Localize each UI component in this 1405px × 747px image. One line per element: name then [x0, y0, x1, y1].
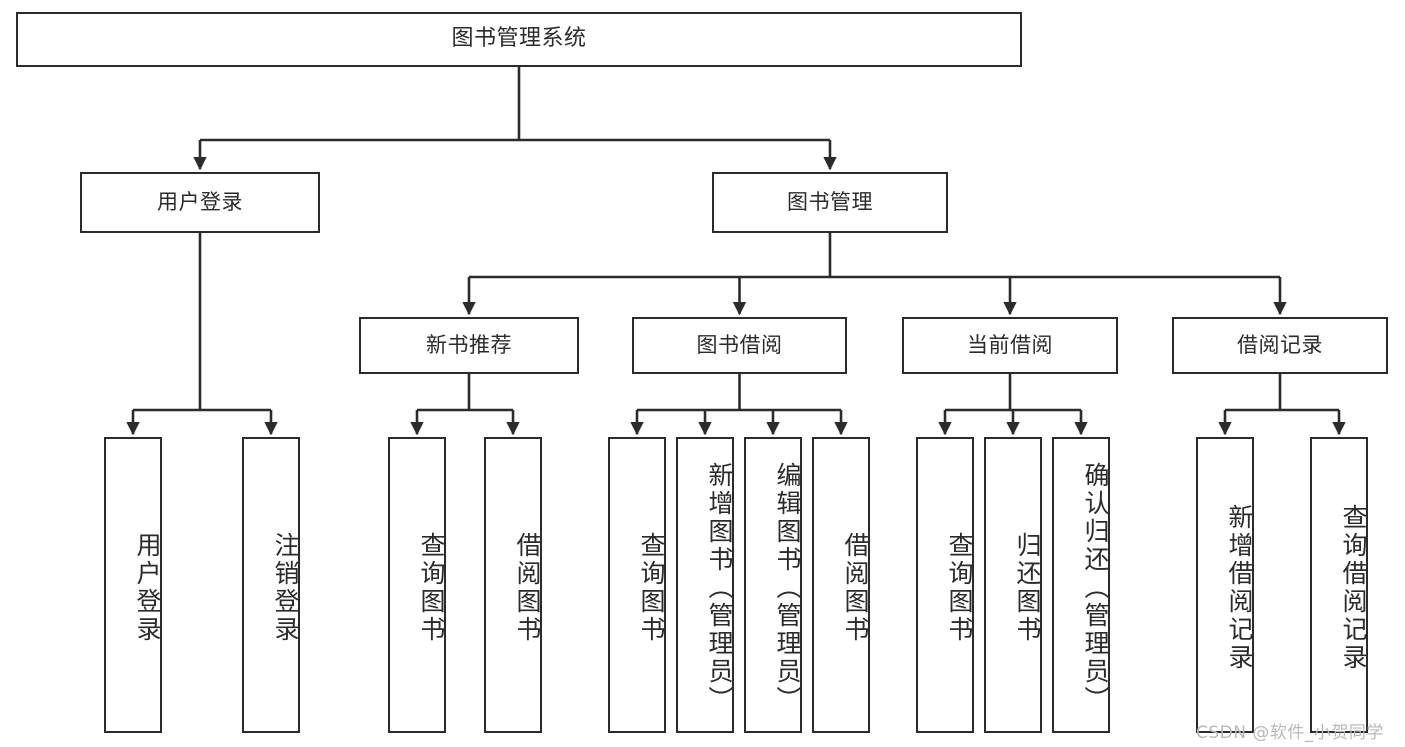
level2-node-2[interactable]: 图书管理	[712, 172, 948, 233]
level3-node-2[interactable]: 图书借阅	[632, 317, 847, 374]
leaf-node-2[interactable]: 注销登录	[242, 437, 300, 733]
leaf-node-13-label: 查询借阅记录	[1339, 504, 1368, 672]
leaf-node-9[interactable]: 查询图书	[916, 437, 974, 733]
leaf-node-3[interactable]: 查询图书	[388, 437, 446, 733]
leaf-node-1[interactable]: 用户登录	[104, 437, 162, 733]
leaf-node-4[interactable]: 借阅图书	[484, 437, 542, 733]
leaf-node-11[interactable]: 确认归还（管理员）	[1052, 437, 1110, 733]
leaf-node-7-label: 编辑图书（管理员）	[773, 462, 802, 714]
level3-node-3[interactable]: 当前借阅	[902, 317, 1118, 374]
level3-node-2-label: 图书借阅	[696, 332, 783, 357]
leaf-node-10-label: 归还图书	[1013, 532, 1042, 644]
level3-node-1[interactable]: 新书推荐	[359, 317, 579, 374]
leaf-node-12[interactable]: 新增借阅记录	[1196, 437, 1254, 733]
level2-node-1-label: 用户登录	[157, 189, 243, 214]
leaf-node-11-label: 确认归还（管理员）	[1081, 462, 1110, 714]
level3-node-4[interactable]: 借阅记录	[1172, 317, 1388, 374]
level2-node-2-label: 图书管理	[787, 189, 873, 214]
leaf-node-7[interactable]: 编辑图书（管理员）	[744, 437, 802, 733]
leaf-node-12-label: 新增借阅记录	[1225, 504, 1254, 672]
level3-node-3-label: 当前借阅	[967, 332, 1053, 357]
level3-node-1-label: 新书推荐	[426, 332, 512, 357]
leaf-node-4-label: 借阅图书	[513, 532, 542, 644]
leaf-node-5[interactable]: 查询图书	[608, 437, 666, 733]
csdn-watermark: CSDN @软件_小贺同学	[1196, 723, 1384, 743]
leaf-node-10[interactable]: 归还图书	[984, 437, 1042, 733]
leaf-node-6-label: 新增图书（管理员）	[705, 462, 734, 714]
leaf-node-5-label: 查询图书	[637, 532, 666, 644]
leaf-node-1-label: 用户登录	[133, 532, 162, 644]
leaf-node-9-label: 查询图书	[945, 532, 974, 644]
level2-node-1[interactable]: 用户登录	[80, 172, 320, 233]
root-node-label: 图书管理系统	[451, 26, 587, 52]
leaf-node-8-label: 借阅图书	[841, 532, 870, 644]
leaf-node-8[interactable]: 借阅图书	[812, 437, 870, 733]
root-node[interactable]: 图书管理系统	[16, 12, 1022, 67]
leaf-node-6[interactable]: 新增图书（管理员）	[676, 437, 734, 733]
level3-node-4-label: 借阅记录	[1237, 332, 1323, 357]
leaf-node-3-label: 查询图书	[417, 532, 446, 644]
leaf-node-13[interactable]: 查询借阅记录	[1310, 437, 1368, 733]
leaf-node-2-label: 注销登录	[271, 532, 300, 644]
